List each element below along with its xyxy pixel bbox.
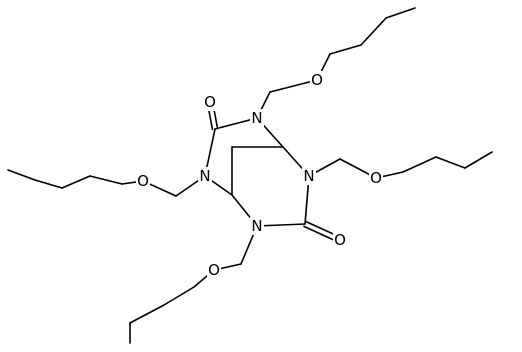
- atom-symbol: O: [370, 169, 382, 187]
- atom-label-background: [207, 261, 221, 279]
- atom-o-ether-top: O: [310, 71, 324, 89]
- atom-symbol: N: [251, 217, 262, 235]
- atom-n-right: N: [302, 167, 316, 185]
- atom-symbol: O: [208, 261, 220, 279]
- atom-o-ether-left: O: [136, 172, 150, 190]
- atom-labels: N N N N O O O O O O: [136, 71, 383, 279]
- single-bond: [163, 286, 195, 306]
- atom-symbol: N: [303, 167, 314, 185]
- single-bond: [7, 169, 36, 181]
- atom-o-carbonyl-top: O: [203, 93, 217, 111]
- atom-label-background: [136, 172, 150, 190]
- atom-symbol: O: [311, 71, 323, 89]
- single-bond: [269, 79, 318, 93]
- atom-label-background: [369, 169, 383, 187]
- atom-label-background: [250, 217, 264, 235]
- atom-label-background: [198, 167, 212, 185]
- atom-symbol: N: [251, 109, 262, 127]
- atom-n-left: N: [198, 167, 212, 185]
- single-bond: [360, 17, 387, 46]
- atom-o-ether-right: O: [369, 169, 383, 187]
- single-bond: [61, 175, 91, 189]
- atom-label-background: [310, 71, 324, 89]
- atom-label-background: [203, 93, 217, 111]
- atom-o-ether-bottom: O: [207, 261, 221, 279]
- single-bond: [256, 223, 306, 227]
- atom-label-background: [250, 109, 264, 127]
- single-bond: [435, 156, 466, 169]
- atom-n-bottom: N: [250, 217, 264, 235]
- single-bond: [402, 156, 437, 173]
- atom-n-top: N: [250, 109, 264, 127]
- single-bond: [385, 7, 416, 19]
- atom-symbol: N: [199, 167, 210, 185]
- atom-symbol: O: [204, 93, 216, 111]
- single-bond: [129, 304, 165, 324]
- single-bond: [464, 151, 493, 169]
- single-bond: [89, 175, 123, 185]
- bonds: [7, 7, 493, 344]
- atom-symbol: O: [137, 172, 149, 190]
- atom-symbol: O: [334, 231, 346, 249]
- atom-label-background: [302, 167, 316, 185]
- atom-label-background: [333, 231, 347, 249]
- single-bond: [34, 179, 63, 189]
- single-bond: [329, 44, 362, 55]
- atom-o-carbonyl-bottom: O: [333, 231, 347, 249]
